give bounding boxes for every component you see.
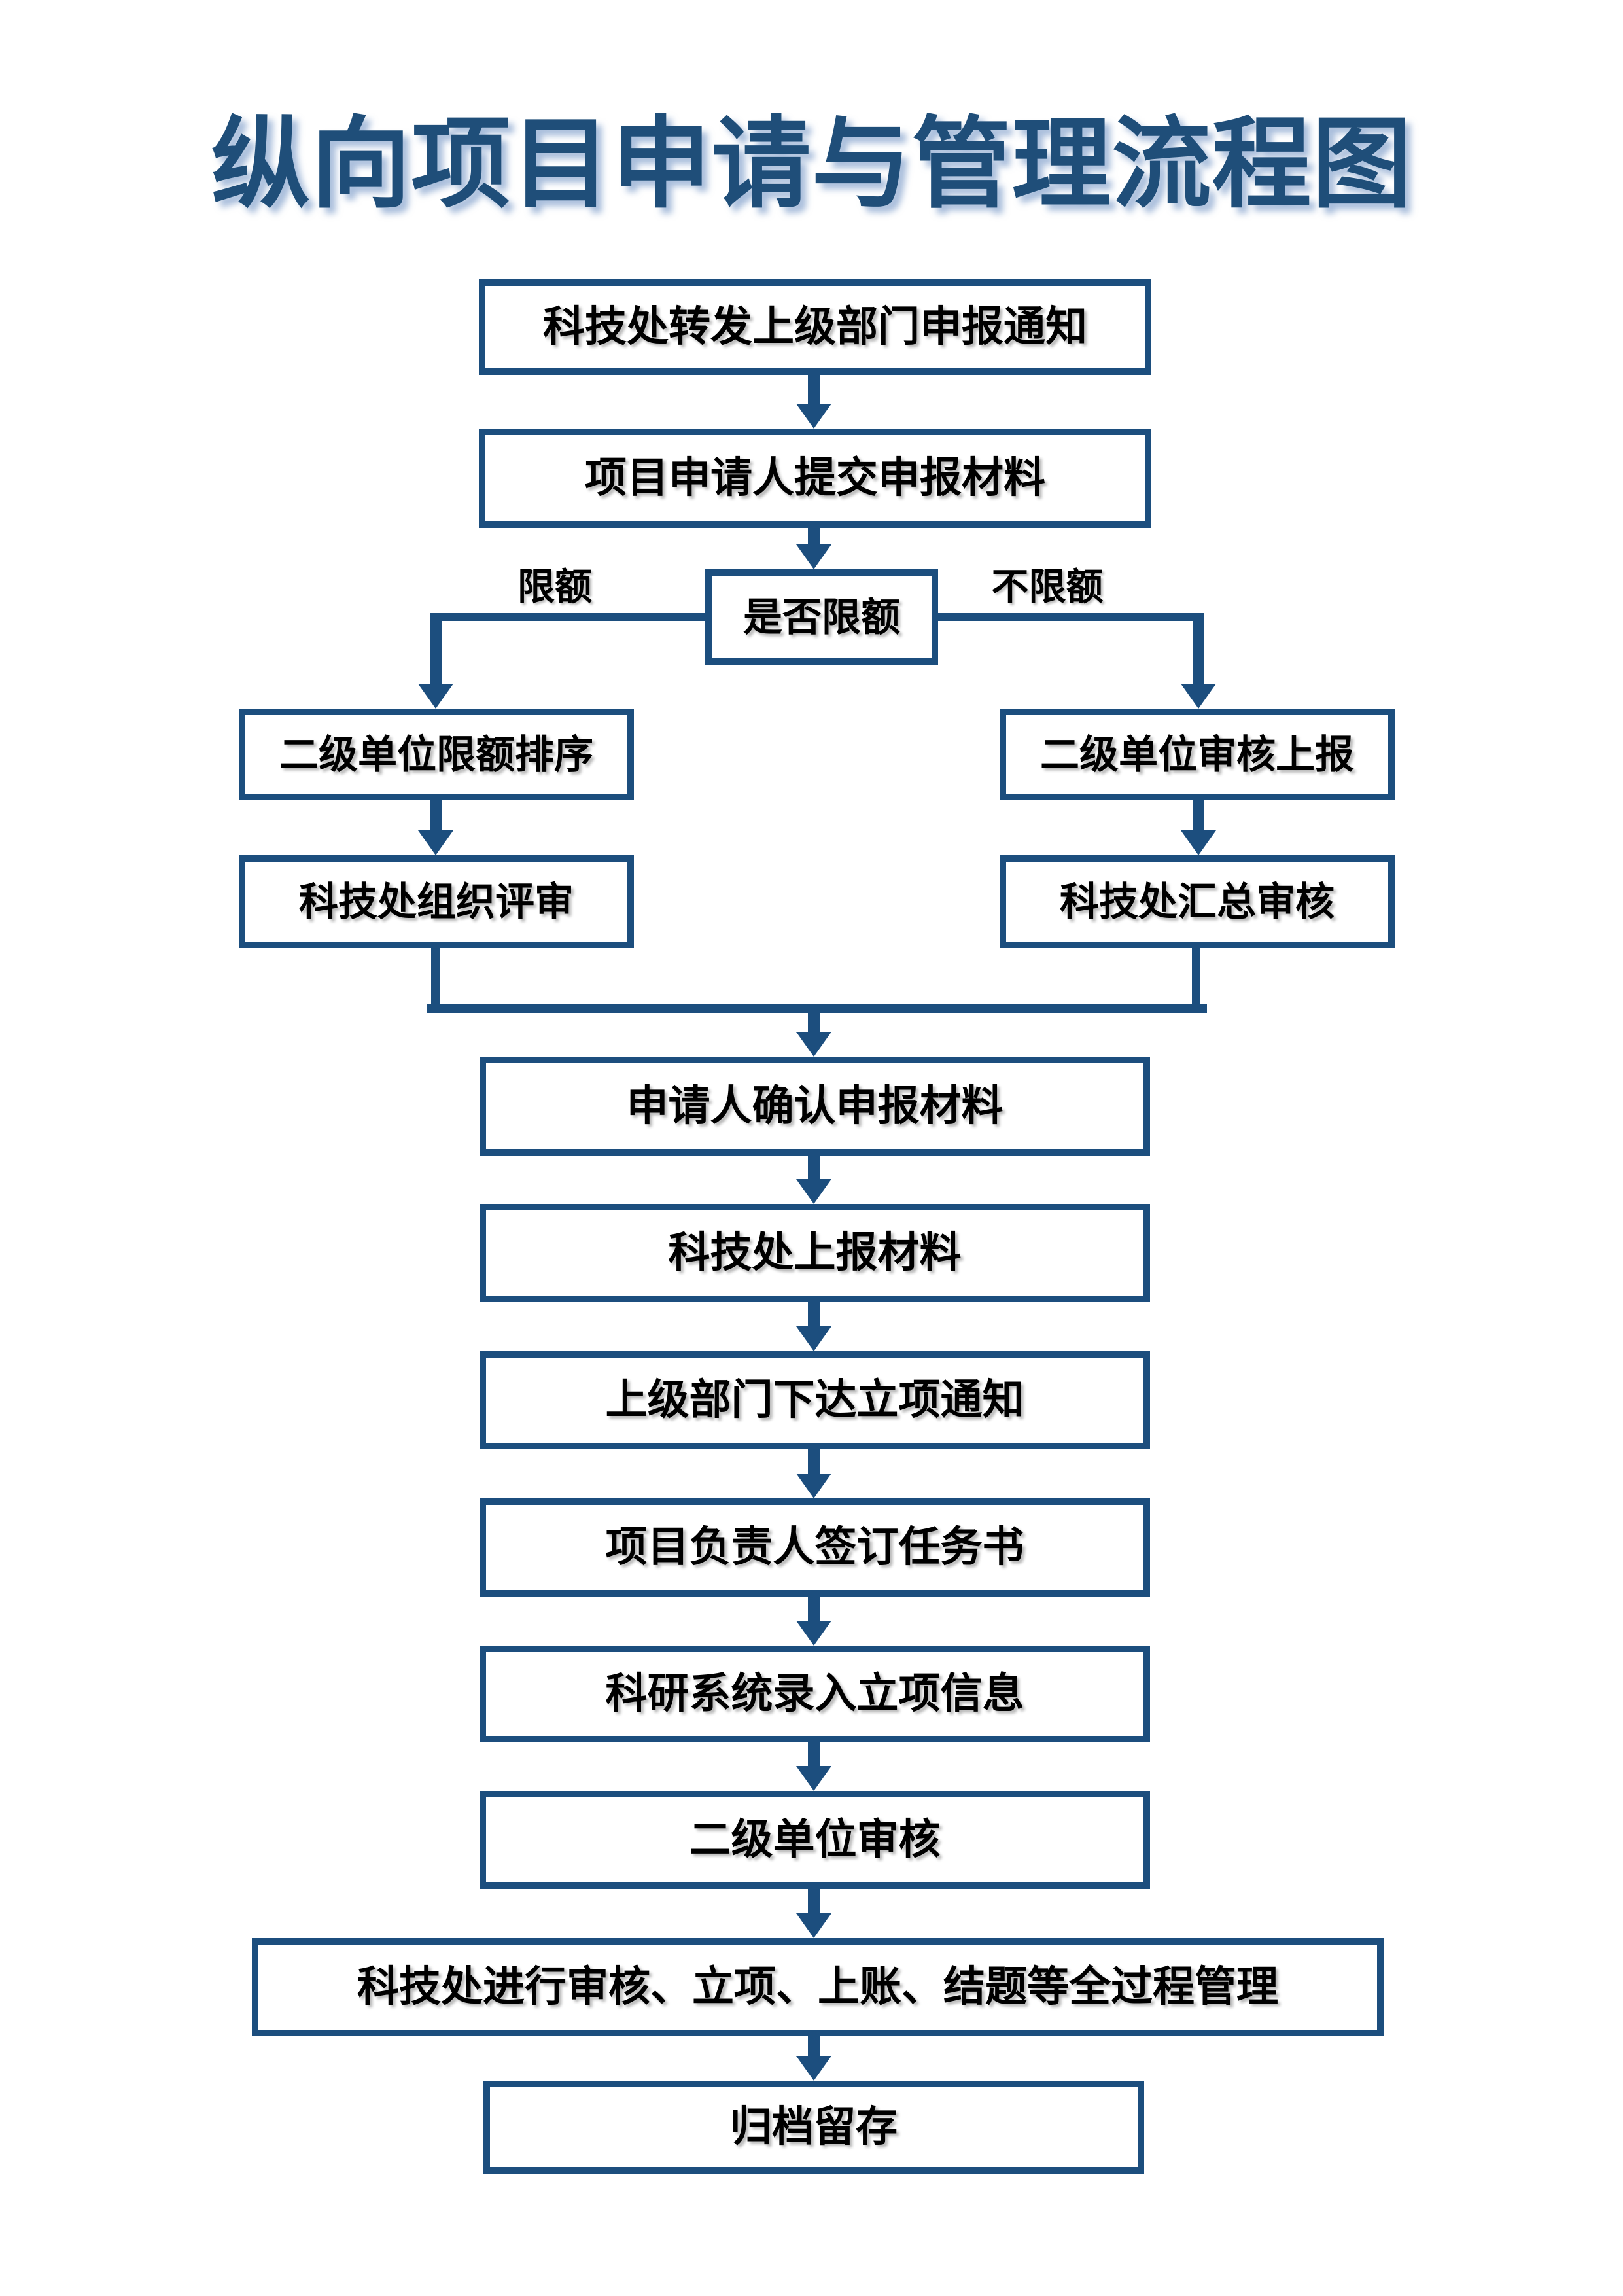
step-label: 科技处汇总审核 [1060,879,1335,924]
arrow-stem-right-branch [1193,613,1204,684]
arrow-stem-4 [808,1156,820,1179]
arrow-stem-right-2 [1193,800,1204,830]
arrow-stem-3 [808,1013,820,1032]
step-label: 科技处组织评审 [299,879,574,924]
arrow-down-icon [796,404,831,429]
step-submit-materials: 项目申请人提交申报材料 [479,429,1151,528]
step-archive: 归档留存 [483,2081,1144,2174]
arrow-stem-9 [808,1889,820,1913]
arrow-down-icon [796,1032,831,1057]
connector-right-merge-vertical [1192,948,1200,1012]
arrow-down-icon [418,830,453,855]
arrow-stem-5 [808,1302,820,1326]
arrow-down-icon [796,1179,831,1204]
step-confirm-materials: 申请人确认申报材料 [480,1057,1150,1156]
branch-label-limited: 限额 [517,566,592,608]
arrow-stem-8 [808,1742,820,1766]
step-org-review: 科技处组织评审 [239,855,634,948]
arrow-down-icon [796,2056,831,2081]
step-summary-review: 科技处汇总审核 [1000,855,1395,948]
decision-label: 是否限额 [743,595,900,639]
step-label: 项目负责人签订任务书 [605,1523,1024,1571]
connector-left-horizontal [432,613,705,621]
arrow-down-icon [796,1621,831,1646]
step-label: 二级单位审核 [689,1816,941,1863]
step-full-process-management: 科技处进行审核、立项、上账、结题等全过程管理 [252,1938,1384,2036]
arrow-stem-left-branch [430,613,442,684]
arrow-down-icon [418,684,453,709]
connector-right-horizontal [938,613,1202,621]
step-quota-ranking: 二级单位限额排序 [239,709,634,800]
step-report-materials: 科技处上报材料 [480,1204,1150,1302]
step-label: 科技处进行审核、立项、上账、结题等全过程管理 [357,1963,1278,2011]
step-label: 二级单位审核上报 [1040,732,1354,777]
step-label: 科技处转发上级部门申报通知 [543,303,1087,351]
step-label: 归档留存 [730,2103,898,2151]
step-label: 科技处上报材料 [668,1229,962,1277]
step-label: 项目申请人提交申报材料 [585,454,1045,502]
decision-quota: 是否限额 [705,569,938,665]
step-enter-project-info: 科研系统录入立项信息 [480,1646,1150,1742]
arrow-down-icon [796,1913,831,1938]
connector-merge-bar [427,1004,1207,1013]
arrow-down-icon [1181,684,1216,709]
connector-left-merge-vertical [431,948,440,1012]
step-unit-review-report: 二级单位审核上报 [1000,709,1395,800]
arrow-stem-left-2 [430,800,442,830]
arrow-down-icon [796,544,831,569]
step-approval-notice: 上级部门下达立项通知 [480,1351,1150,1449]
step-label: 上级部门下达立项通知 [605,1376,1024,1424]
arrow-stem-2 [808,528,820,544]
step-unit-audit: 二级单位审核 [480,1791,1150,1889]
step-label: 科研系统录入立项信息 [605,1670,1024,1718]
arrow-stem-7 [808,1597,820,1621]
arrow-down-icon [1181,830,1216,855]
arrow-down-icon [796,1474,831,1498]
arrow-down-icon [796,1326,831,1351]
step-label: 二级单位限额排序 [279,732,593,777]
page-title: 纵向项目申请与管理流程图 [211,109,1412,220]
arrow-stem-6 [808,1449,820,1474]
step-sign-task-book: 项目负责人签订任务书 [480,1498,1150,1597]
arrow-stem-10 [808,2036,820,2056]
branch-label-unlimited: 不限额 [991,566,1104,608]
step-label: 申请人确认申报材料 [626,1082,1003,1129]
arrow-stem-1 [808,373,820,404]
step-forward-notice: 科技处转发上级部门申报通知 [479,279,1151,375]
arrow-down-icon [796,1766,831,1791]
